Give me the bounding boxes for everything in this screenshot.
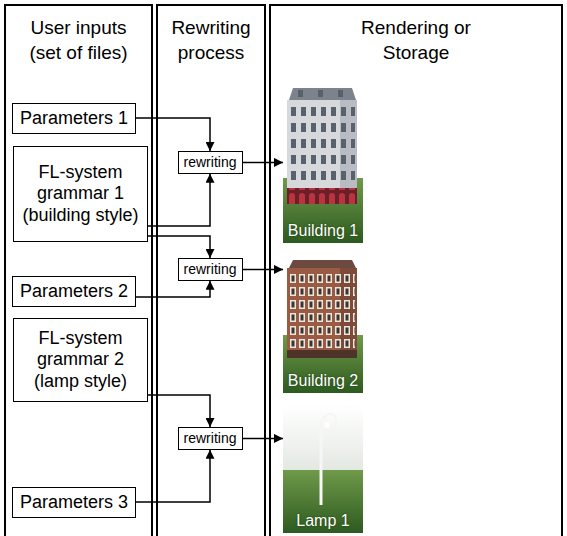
box-label: Parameters 1 (20, 108, 128, 130)
grammar-file-box: FL-system grammar 1 (building style) (13, 146, 148, 242)
building-1-picture-part (287, 188, 357, 204)
rewriting-box: rewriting (178, 427, 243, 450)
box-label: FL-system grammar 1 (building style) (18, 162, 143, 227)
input-file-box: Parameters 2 (12, 276, 136, 307)
building-1-picture (283, 83, 363, 243)
lamp-picture (283, 405, 363, 533)
building-1-picture-part (298, 90, 303, 97)
panel-heading: User inputs (set of files) (16, 16, 141, 65)
box-label: Parameters 2 (20, 281, 128, 303)
building-2-picture-part (287, 268, 357, 358)
column-panel: Rewriting process rewriting rewriting rewri… (156, 4, 266, 536)
box-label: rewriting (184, 261, 237, 278)
lamp-picture-part (325, 422, 330, 428)
building-2-picture-part (283, 257, 363, 393)
rendered-model: Lamp 1 (283, 405, 363, 533)
building-1-picture-part (289, 88, 356, 100)
flow-arrow (243, 269, 284, 271)
grammar-file-box: FL-system grammar 2 (lamp style) (13, 318, 148, 402)
lamp-picture-part (283, 405, 363, 533)
rewriting-box: rewriting (178, 258, 243, 281)
panel-heading: Rewriting process (161, 16, 261, 65)
building-1-picture-part (318, 90, 323, 97)
model-label: Building 1 (288, 221, 358, 240)
panel-heading: Rendering or Storage (356, 16, 476, 65)
building-2-picture-part (289, 260, 356, 268)
building-2-picture-part (287, 350, 357, 358)
flow-arrow (136, 450, 210, 502)
building-2-picture (283, 257, 363, 393)
rendered-model: Building 1 (283, 83, 363, 243)
box-label: Parameters 3 (20, 492, 128, 514)
building-2-picture-part (289, 272, 355, 350)
model-label: Building 2 (288, 371, 358, 390)
lamp-picture-part (320, 426, 323, 505)
input-file-box: Parameters 1 (12, 103, 136, 134)
box-label: FL-system grammar 2 (lamp style) (18, 328, 143, 393)
building-1-picture-part (338, 90, 343, 97)
connector-group (136, 118, 283, 502)
rendered-model: Building 2 (283, 257, 363, 393)
input-file-box: Parameters 3 (12, 487, 136, 518)
lamp-picture-part (321, 414, 336, 428)
building-1-picture-part (289, 104, 355, 186)
building-1-picture-part (283, 83, 363, 243)
box-label: rewriting (184, 154, 237, 171)
rewriting-box: rewriting (178, 151, 243, 174)
lamp-picture-part (283, 470, 363, 533)
model-label: Lamp 1 (296, 511, 349, 530)
building-1-picture-part (287, 100, 357, 204)
column-panel: Rendering or StorageBuilding 1 Building 2… (269, 4, 563, 536)
rendered-models-art (283, 83, 363, 533)
column-panel: User inputs (set of files) Parameters 1 FL… (4, 4, 153, 536)
flow-arrow (136, 281, 210, 297)
box-label: rewriting (184, 430, 237, 447)
building-1-picture-part (287, 188, 357, 204)
flow-arrow (243, 438, 284, 440)
flow-arrow (243, 162, 284, 164)
